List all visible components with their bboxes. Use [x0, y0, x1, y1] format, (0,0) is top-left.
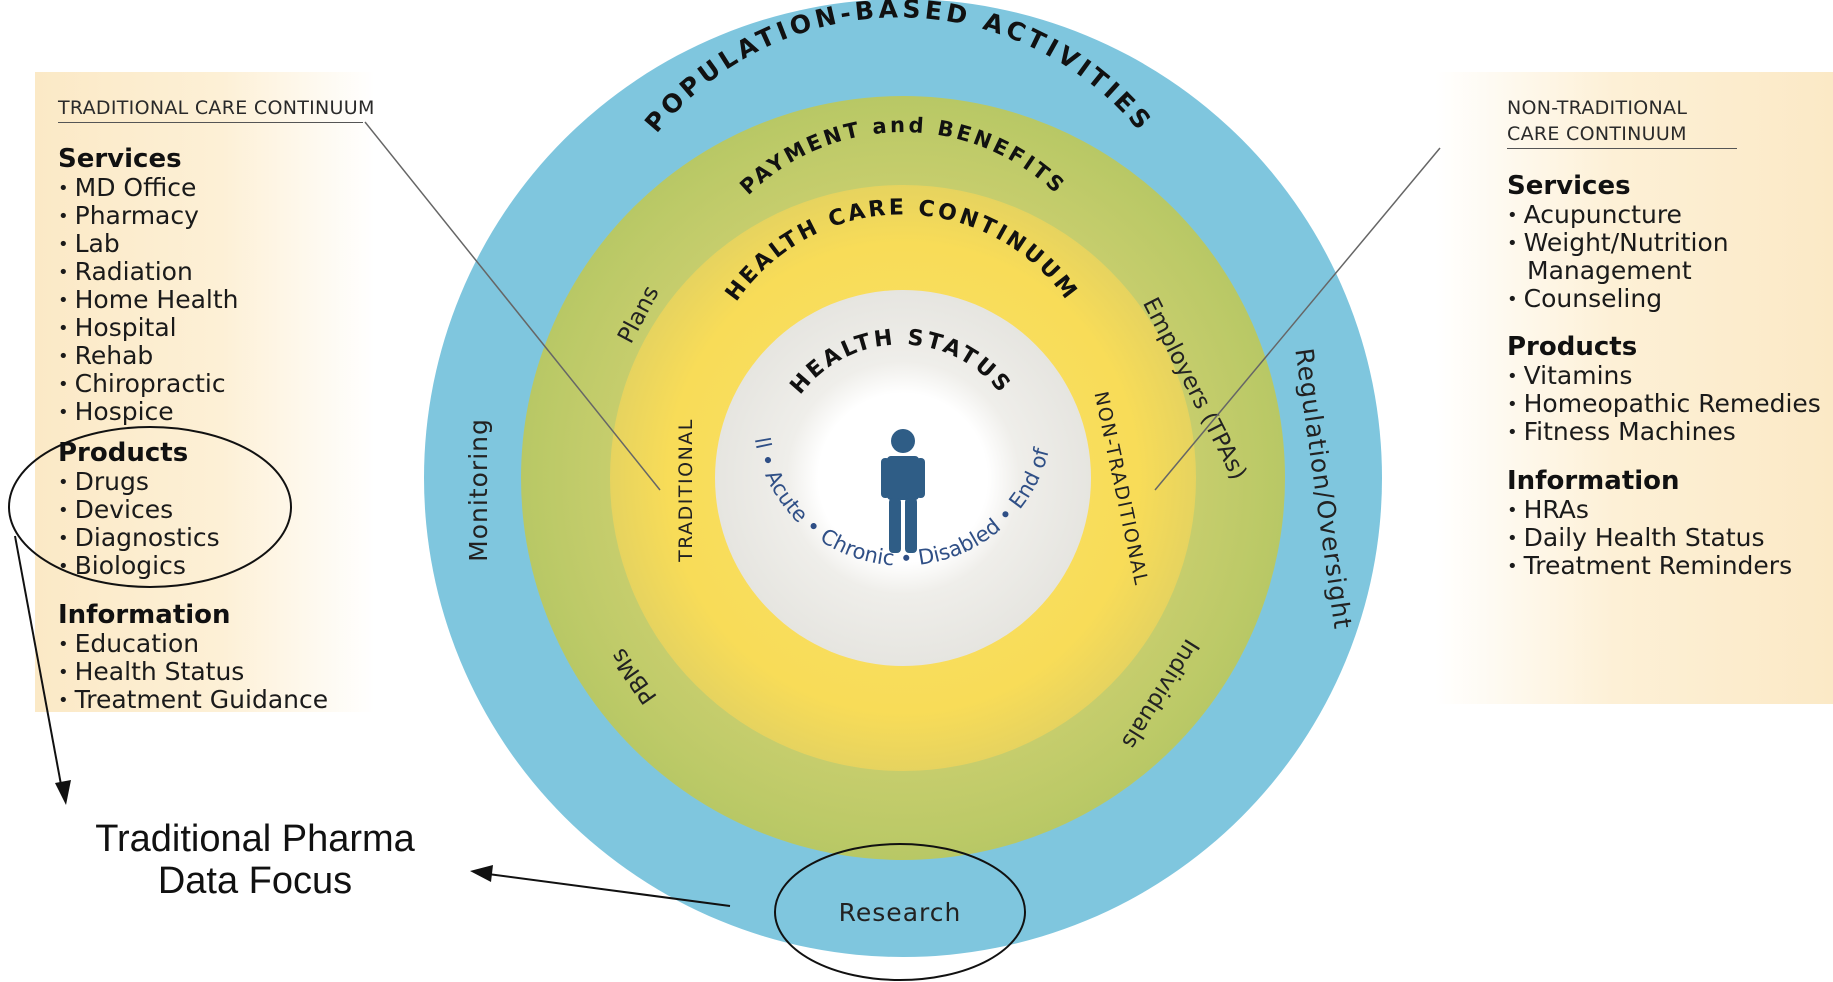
list-item: Treatment Reminders — [1507, 552, 1792, 580]
list-item-continuation: Management — [1527, 256, 1692, 285]
person-icon — [881, 429, 925, 553]
left-services-heading: Services — [58, 144, 182, 174]
list-item: Hospice — [58, 398, 239, 426]
products-arrowhead-icon — [55, 780, 71, 805]
left-services-section: Services MD Office Pharmacy Lab Radiatio… — [58, 144, 239, 426]
list-item: Treatment Guidance — [58, 686, 328, 714]
traditional-care-title: TRADITIONAL CARE CONTINUUM — [58, 97, 375, 119]
right-information-section: Information HRAs Daily Health Status Tre… — [1507, 466, 1792, 580]
note-line1: Traditional Pharma — [95, 818, 415, 860]
right-services-heading: Services — [1507, 171, 1631, 201]
list-item: Biologics — [58, 552, 220, 580]
list-item: Lab — [58, 230, 239, 258]
list-item: Home Health — [58, 286, 239, 314]
non-traditional-title-line2: CARE CONTINUUM — [1507, 123, 1687, 145]
list-item: Vitamins — [1507, 362, 1821, 390]
list-item: Daily Health Status — [1507, 524, 1792, 552]
list-item: Weight/Nutrition — [1507, 229, 1729, 257]
list-item: Diagnostics — [58, 524, 220, 552]
products-arrow-line — [14, 535, 63, 791]
list-item: Hospital — [58, 314, 239, 342]
list-item: Acupuncture — [1507, 201, 1729, 229]
note-line2: Data Focus — [157, 860, 353, 902]
left-products-heading: Products — [58, 438, 189, 468]
right-products-section: Products Vitamins Homeopathic Remedies F… — [1507, 332, 1821, 446]
list-item: Devices — [58, 496, 220, 524]
list-item: Rehab — [58, 342, 239, 370]
pharma-data-focus-note: Traditional Pharma Data Focus — [40, 818, 470, 902]
list-item: HRAs — [1507, 496, 1792, 524]
right-services-section: Services Acupuncture Weight/Nutrition Ma… — [1507, 171, 1729, 313]
non-traditional-leader-line — [1154, 147, 1441, 491]
traditional-title-rule — [58, 122, 363, 123]
left-information-section: Information Education Health Status Trea… — [58, 600, 328, 714]
list-item: Radiation — [58, 258, 239, 286]
list-item: Counseling — [1507, 285, 1729, 313]
list-item: Chiropractic — [58, 370, 239, 398]
research-highlight-ellipse — [774, 843, 1026, 981]
left-information-heading: Information — [58, 600, 231, 630]
non-traditional-title-rule — [1507, 148, 1737, 149]
products-highlight-ellipse — [8, 426, 292, 588]
monitoring-label: Monitoring — [464, 418, 493, 562]
research-arrow-line — [487, 873, 731, 907]
list-item: MD Office — [58, 174, 239, 202]
list-item: Health Status — [58, 658, 328, 686]
list-item: Pharmacy — [58, 202, 239, 230]
list-item: Homeopathic Remedies — [1507, 390, 1821, 418]
traditional-leader-line — [364, 121, 661, 491]
list-item: Drugs — [58, 468, 220, 496]
right-information-heading: Information — [1507, 466, 1680, 496]
list-item: Education — [58, 630, 328, 658]
list-item: Fitness Machines — [1507, 418, 1821, 446]
traditional-label: TRADITIONAL — [675, 418, 697, 563]
non-traditional-title-line1: NON-TRADITIONAL — [1507, 97, 1688, 119]
research-label: Research — [839, 898, 962, 927]
right-products-heading: Products — [1507, 332, 1638, 362]
research-arrowhead-icon — [470, 865, 493, 882]
left-products-section: Products Drugs Devices Diagnostics Biolo… — [58, 438, 220, 580]
